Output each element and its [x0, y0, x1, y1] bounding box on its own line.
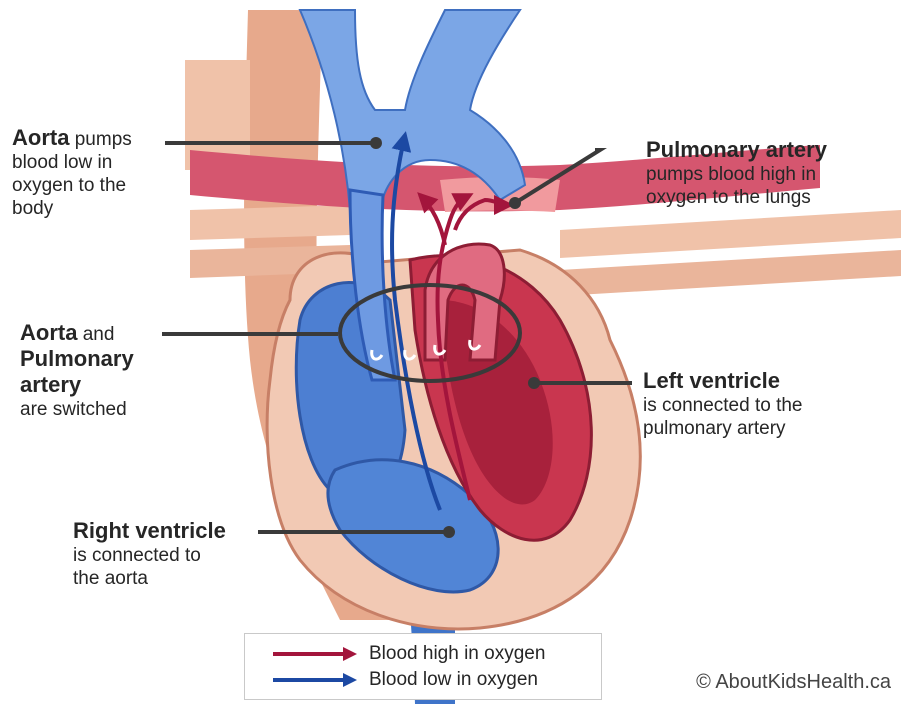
- red-arrow-icon: [271, 645, 361, 663]
- left-ventricle-dot: [528, 377, 540, 389]
- legend: Blood high in oxygen Blood low in oxygen: [244, 633, 602, 700]
- left-ventricle-text-line1: is connected to the: [643, 394, 803, 417]
- aorta-label: Aorta pumps blood low in oxygen to the b…: [12, 125, 132, 220]
- right-ventricle-title: Right ventricle: [73, 518, 226, 543]
- pulmonary-artery-text-line2: oxygen to the lungs: [646, 186, 827, 209]
- legend-row-high-oxygen: Blood high in oxygen: [271, 642, 545, 666]
- left-ventricle-text-line2: pulmonary artery: [643, 417, 803, 440]
- legend-high-oxygen-label: Blood high in oxygen: [369, 643, 545, 665]
- aorta-text-line2: blood low in: [12, 151, 132, 174]
- pulmonary-artery-text-line1: pumps blood high in: [646, 163, 827, 186]
- switched-and: and: [77, 324, 114, 345]
- right-ventricle-dot: [443, 526, 455, 538]
- blue-arrow-icon: [271, 671, 361, 689]
- pulmonary-dot: [509, 197, 521, 209]
- right-ventricle-text-line2: the aorta: [73, 567, 226, 590]
- aorta-title: Aorta: [12, 125, 69, 150]
- switched-text: are switched: [20, 398, 134, 421]
- legend-low-oxygen-label: Blood low in oxygen: [369, 669, 538, 691]
- switched-title-artery: artery: [20, 372, 81, 397]
- copyright-credit: © AboutKidsHealth.ca: [696, 671, 891, 694]
- aorta-dot: [370, 137, 382, 149]
- right-ventricle-label: Right ventricle is connected to the aort…: [73, 518, 226, 590]
- switched-label: Aorta and Pulmonary artery are switched: [20, 320, 134, 421]
- aorta-text-line4: body: [12, 197, 132, 220]
- right-ventricle-text-line1: is connected to: [73, 544, 226, 567]
- pulmonary-artery-title: Pulmonary artery: [646, 137, 827, 162]
- switched-title-aorta: Aorta: [20, 320, 77, 345]
- aorta-text-line3: oxygen to the: [12, 174, 132, 197]
- left-ventricle-label: Left ventricle is connected to the pulmo…: [643, 368, 803, 440]
- switched-title-pulmonary: Pulmonary: [20, 346, 134, 371]
- legend-row-low-oxygen: Blood low in oxygen: [271, 668, 538, 692]
- left-ventricle-title: Left ventricle: [643, 368, 780, 393]
- pulmonary-artery-label: Pulmonary artery pumps blood high in oxy…: [646, 137, 827, 209]
- aorta-text-line1: pumps: [69, 129, 131, 150]
